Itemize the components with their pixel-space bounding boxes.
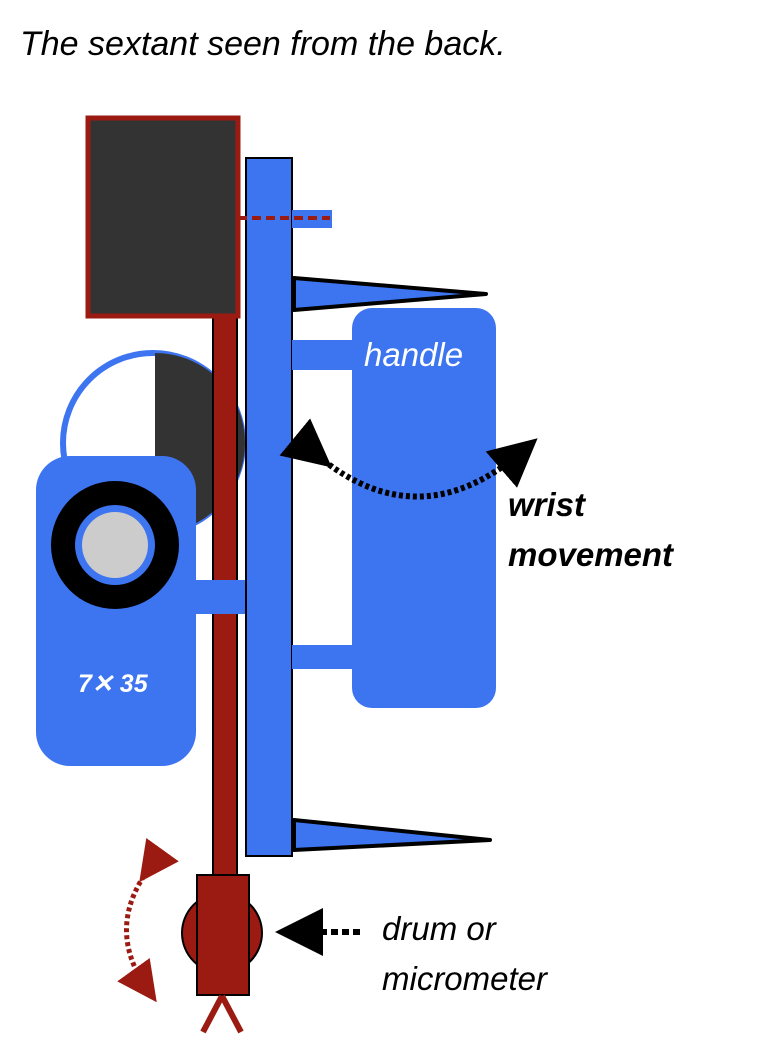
wrist-label-line1: wrist (508, 486, 587, 523)
telescope: 7✕ 35 (36, 456, 254, 766)
rotation-arrow-icon (117, 838, 179, 1003)
telescope-mount (194, 580, 254, 614)
index-arm (212, 299, 238, 951)
handle: handle (352, 308, 496, 708)
drum (181, 874, 263, 1034)
diagram-title: The sextant seen from the back. (20, 25, 506, 63)
eyepiece-lens (82, 512, 148, 578)
drum-label-line2: micrometer (382, 960, 549, 997)
wrist-label-line2: movement (508, 536, 675, 573)
index-mirror (85, 115, 241, 319)
telescope-label: 7✕ 35 (78, 670, 149, 698)
drum-label-line1: drum or (382, 910, 498, 947)
drum-clamp (200, 994, 244, 1034)
leg-top (292, 276, 488, 312)
drum-housing (196, 874, 250, 996)
handle-strut-top (292, 340, 358, 370)
wrist-arrow-icon (279, 418, 538, 500)
handle-strut-bottom (292, 645, 358, 669)
leg-bottom (292, 818, 492, 852)
sextant-frame (238, 157, 358, 857)
handle-label: handle (364, 336, 463, 373)
